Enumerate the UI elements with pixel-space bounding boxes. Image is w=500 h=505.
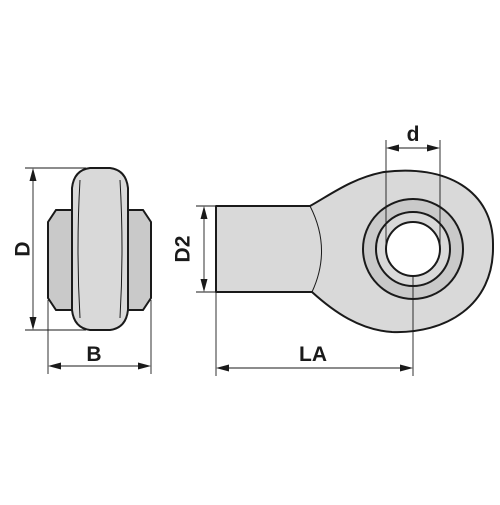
dimension-D2: D2: [172, 205, 216, 293]
LA-arrow-right: [400, 364, 413, 372]
outer-ring-contour-right: [119, 179, 123, 319]
LA-label: LA: [299, 343, 327, 366]
D2-arrow-top: [200, 206, 208, 219]
B-arrow-left: [48, 362, 61, 370]
B-label: B: [86, 343, 101, 366]
D-arrow-bottom: [29, 317, 37, 330]
shank-neck-line: [309, 205, 322, 293]
rod-end-front-view: [215, 169, 495, 334]
d-arrow-left: [386, 144, 399, 152]
B-arrow-right: [138, 362, 151, 370]
dimension-B: B: [47, 300, 152, 374]
d-label: d: [407, 123, 420, 146]
LA-arrow-left: [216, 364, 229, 372]
outer-ring-side: [71, 167, 129, 331]
bearing-side-view: [47, 167, 152, 331]
bearing-bore: [385, 221, 441, 277]
D-arrow-top: [29, 168, 37, 181]
D2-label: D2: [172, 236, 195, 263]
D-label: D: [12, 241, 35, 256]
dimension-D: D: [12, 167, 86, 331]
d-arrow-right: [427, 144, 440, 152]
dimension-LA: LA: [215, 276, 414, 376]
outer-ring-contour-left: [77, 179, 81, 319]
D2-arrow-bottom: [200, 279, 208, 292]
dimension-d: d: [385, 123, 441, 249]
